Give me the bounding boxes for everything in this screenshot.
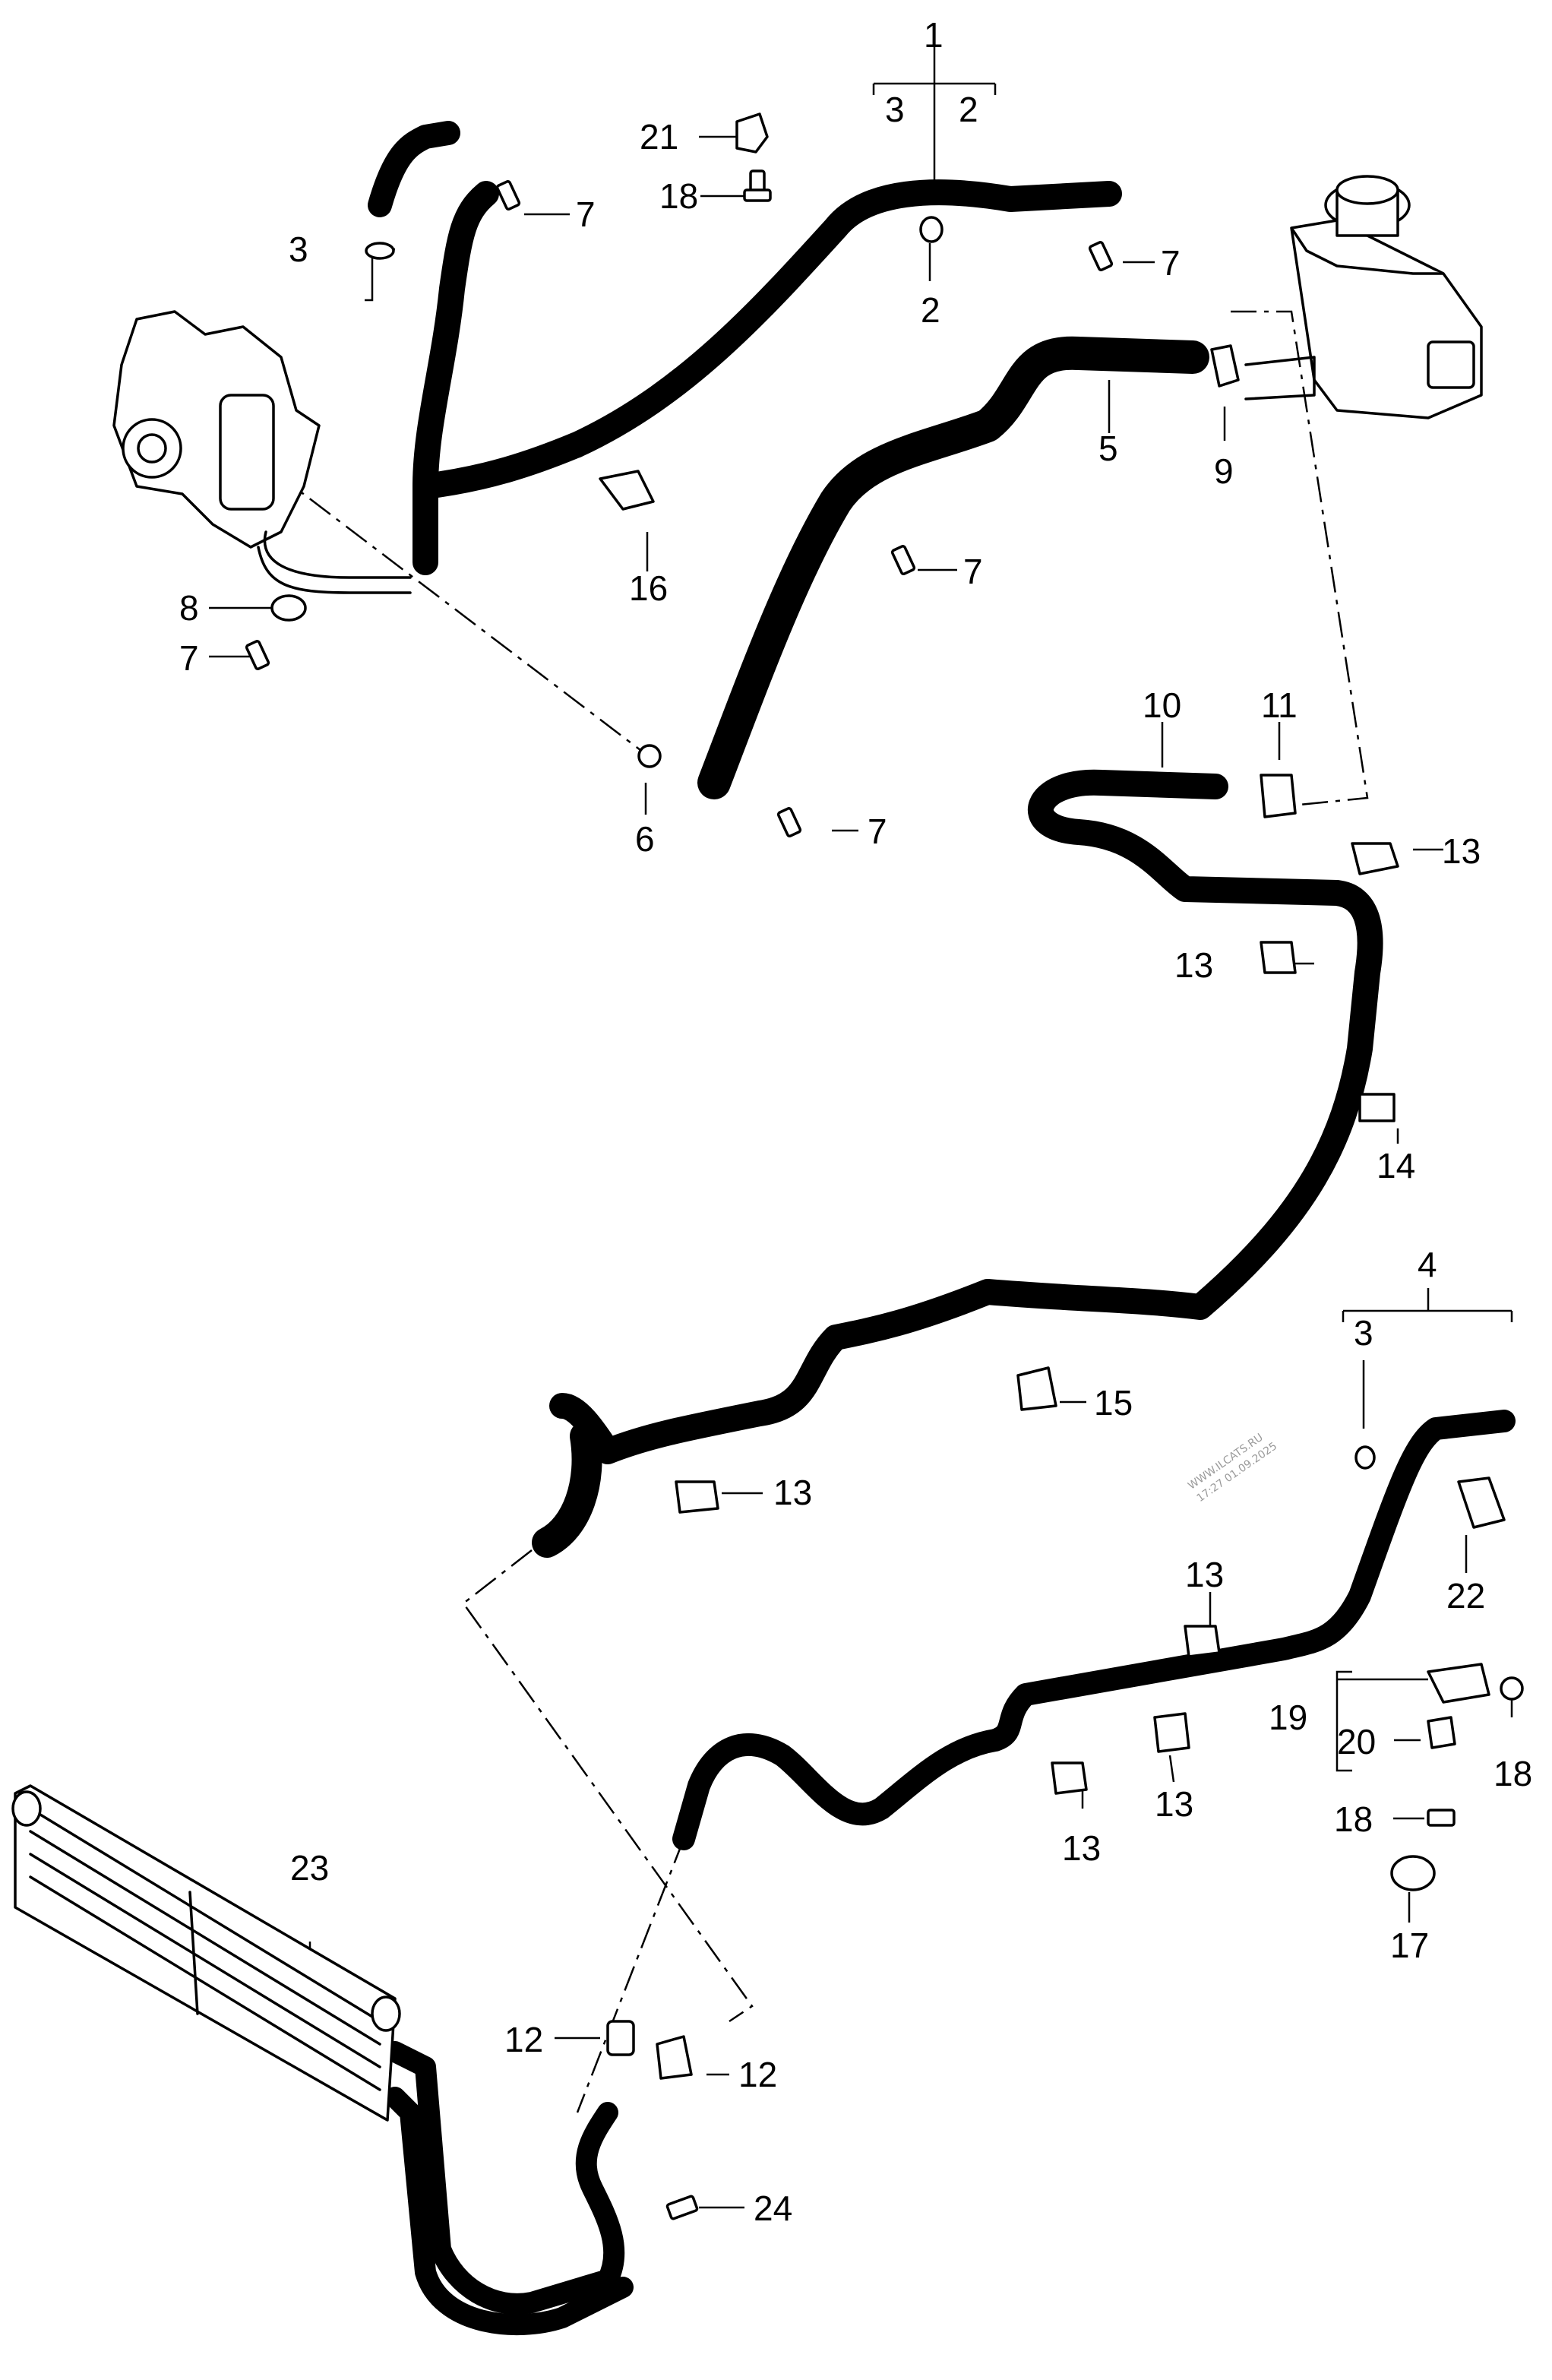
callout-18-lower: 18 [1334,1799,1373,1839]
callout-13-b: 13 [1174,945,1213,985]
callout-13-e: 13 [1155,1784,1193,1824]
clamp-12b [656,2035,693,2080]
callout-1: 1 [924,15,944,55]
bolt-18b [1500,1676,1524,1701]
clamp-17 [1390,1855,1436,1891]
callout-5: 5 [1098,429,1118,468]
components [11,112,1524,2220]
bolt-7c [890,545,916,575]
bracket-19 [1427,1663,1490,1704]
assembly-lines [273,310,1369,2113]
hose-3 [368,121,460,217]
leader-lines [209,46,1513,2209]
clip-16 [599,470,655,511]
callout-21: 21 [640,117,678,157]
bolt-18a [743,169,772,202]
ring-3b [1354,1445,1376,1470]
callout-7-left: 7 [179,638,199,678]
callout-1-sub-3: 3 [885,90,905,129]
hose-5 [697,336,1209,799]
callout-13-a: 13 [1442,831,1481,871]
callout-12-right: 12 [738,2055,777,2094]
callout-22: 22 [1446,1576,1485,1616]
callout-1-sub-2: 2 [959,90,978,129]
callout-7-lower: 7 [868,812,887,851]
callout-12-left: 12 [504,2020,543,2059]
sleeve-12a [606,2020,635,2056]
callout-labels: 1 3 2 2 21 18 7 3 7 5 9 7 16 8 7 6 7 10 … [179,15,1532,2228]
callout-2: 2 [921,290,940,330]
clip-13a [1351,842,1399,875]
return-line [549,769,1383,1464]
callout-6: 6 [635,819,655,859]
callout-19: 19 [1269,1698,1307,1737]
callout-7-top: 7 [576,195,596,234]
callout-7-right: 7 [1161,243,1181,283]
ring-6 [637,744,662,768]
callout-14: 14 [1377,1146,1415,1185]
return-line-end [532,1421,602,1558]
callout-13-f: 13 [1062,1828,1101,1868]
callout-4: 4 [1418,1245,1437,1284]
hose-1 [412,179,1122,575]
collar-21 [735,112,769,153]
ring-2 [919,216,944,243]
callout-7-mid: 7 [963,552,983,591]
bolt-7b [1088,241,1114,271]
callout-18-top: 18 [659,176,698,216]
callout-15: 15 [1094,1383,1133,1423]
callout-13-c: 13 [773,1473,812,1512]
callout-17: 17 [1390,1926,1429,1965]
clip-13e [1153,1712,1190,1753]
bolt-7d [245,640,270,670]
clip-15 [1016,1366,1057,1411]
callout-18-right: 18 [1494,1754,1532,1793]
clip-20 [1427,1716,1456,1749]
steering-pump [112,310,412,594]
callout-11: 11 [1261,685,1298,725]
reservoir [1244,175,1483,419]
callout-8: 8 [179,588,199,628]
callout-3-left: 3 [289,229,308,269]
bolt-24 [665,2195,699,2220]
hoses [368,121,1516,2336]
hose-4 [672,1410,1516,1850]
clip-8 [270,594,307,622]
clip-14 [1358,1093,1396,1122]
clamp-9 [1210,344,1240,388]
clip-13f [1051,1761,1088,1795]
clip-13b [1260,941,1297,974]
callout-23: 23 [290,1848,329,1888]
ring-3a [365,242,395,260]
clamp-11 [1260,774,1297,818]
callout-9: 9 [1214,451,1234,491]
oil-cooler [11,1784,401,2122]
watermark: WWW.ILCATS.RU 17:27 01.09.2025 [1186,1432,1279,1505]
callout-10: 10 [1143,685,1181,725]
clip-13c [675,1480,719,1514]
callout-4-sub-3: 3 [1354,1313,1373,1353]
bolt-7e [776,807,802,837]
clip-13d [1184,1625,1221,1658]
callout-20: 20 [1337,1722,1376,1761]
cooler-pipes [384,2041,634,2336]
bolt-7a [495,180,521,210]
callout-13-d: 13 [1185,1555,1224,1594]
bolt-18c [1427,1809,1456,1827]
callout-16: 16 [629,568,668,608]
mount-22 [1457,1476,1506,1529]
callout-24: 24 [754,2189,792,2228]
